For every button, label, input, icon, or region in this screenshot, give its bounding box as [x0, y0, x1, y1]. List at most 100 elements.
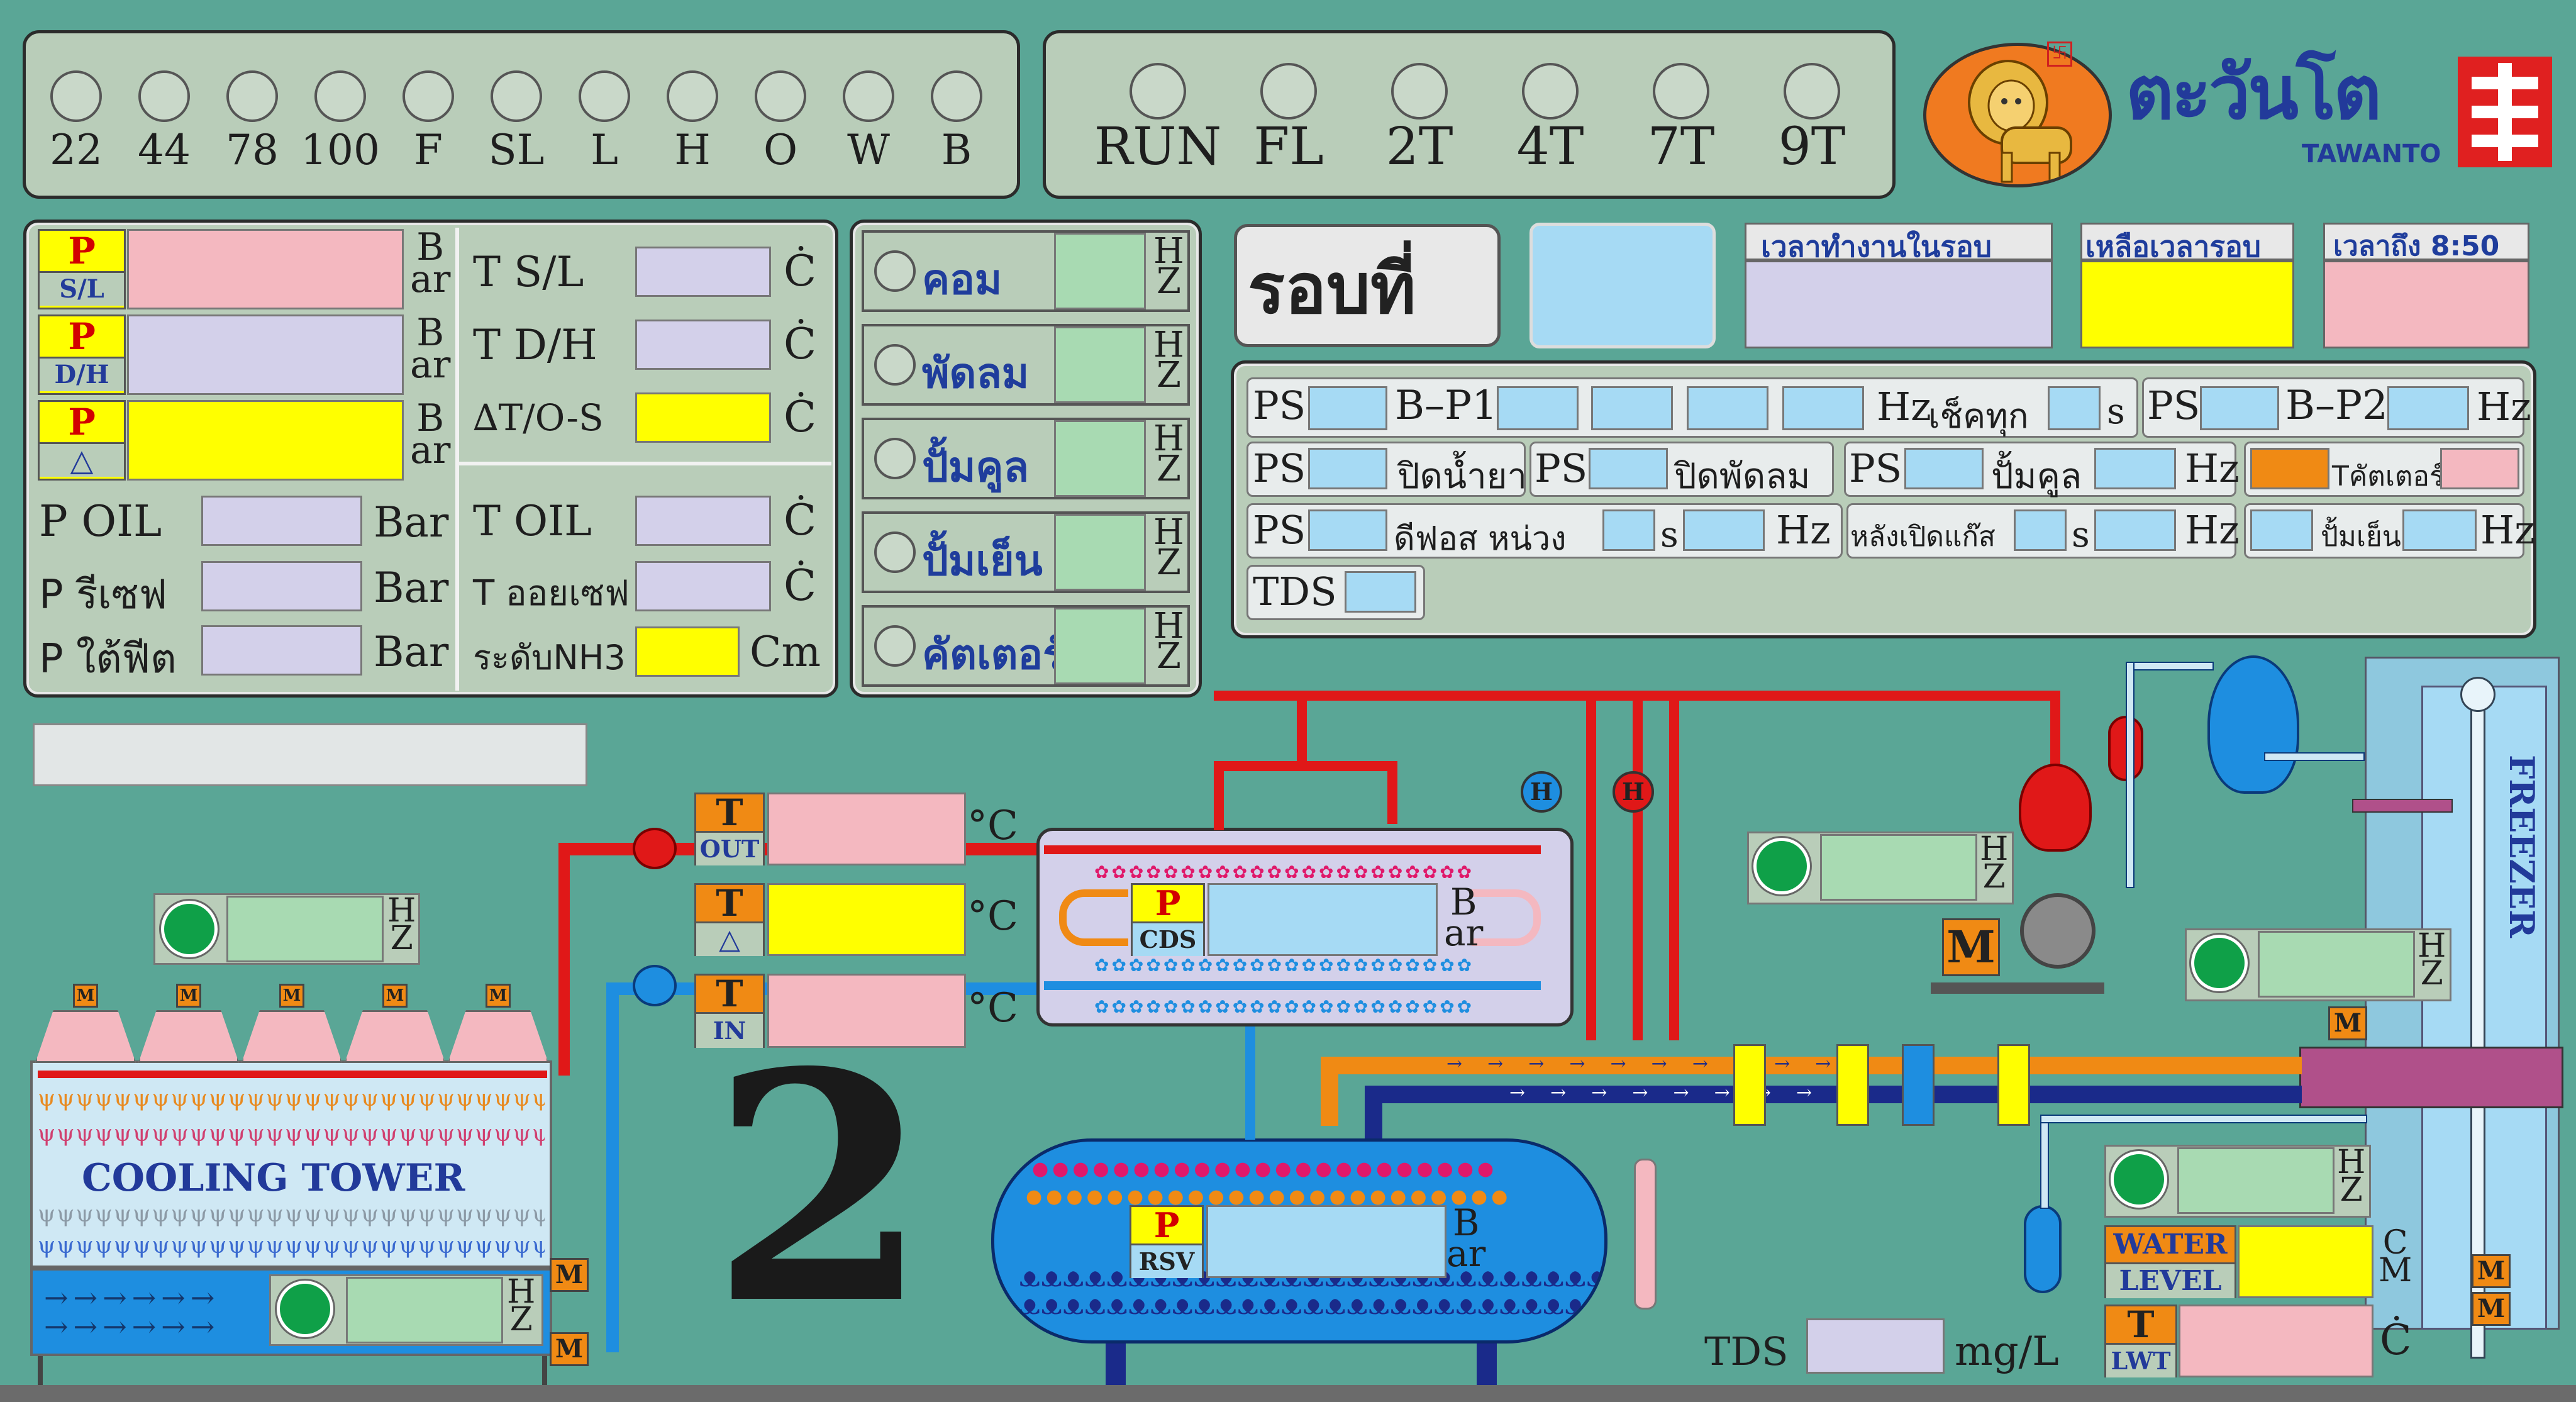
chilled-pump-line: [2040, 1115, 2049, 1209]
motor-hz-value: [1054, 608, 1146, 684]
t-dh-label: T D/H: [473, 321, 597, 369]
t-oil-value: [635, 496, 771, 546]
t-dh-value: [635, 320, 771, 370]
p-rsv-value: [1206, 1205, 1446, 1278]
cooling-tower-label: COOLING TOWER: [82, 1156, 465, 1200]
tower-fan-motor: M: [176, 984, 201, 1008]
bp1-value-2: [1591, 386, 1673, 430]
p-under-feed-unit: Bar: [374, 628, 449, 676]
liquid-line-arrows-navy: →→→→→→→→→: [1509, 1082, 1879, 1104]
time-to-header: [2323, 223, 2529, 260]
p-rsv-tag: P RSV: [1130, 1205, 1204, 1278]
p-sl-tag: P S/L: [38, 229, 126, 309]
company-logo: 卐 ตะวันโต TAWANTO: [1918, 38, 2553, 189]
remaining-value: [2080, 260, 2294, 348]
after-gas-unit: s: [2072, 515, 2090, 555]
cold-water-valve-icon[interactable]: [633, 965, 677, 1006]
defrost-delay-label: ดีฟอส หน่วง: [1394, 520, 1567, 558]
tower-fan-hood: [35, 1010, 136, 1063]
receiver-leg-left: [1106, 1344, 1126, 1385]
cool-pump-hz-value: [2094, 448, 2176, 489]
motor-label: พัดลม: [922, 349, 1030, 398]
tds-setting-value: [1345, 571, 1416, 613]
freezer-fan-status-icon[interactable]: [2189, 933, 2250, 993]
liquid-line-orange-drop: [1321, 1057, 1338, 1126]
lion-emblem-icon: [1923, 43, 2112, 187]
h-valve-blue-icon[interactable]: H: [1521, 771, 1562, 813]
bp2-hz-unit: Hz: [2477, 384, 2531, 430]
status-light-8: [755, 70, 806, 122]
tower-fan-motor: M: [73, 984, 98, 1008]
cool-pump-hz-unit: Hz: [2185, 445, 2240, 491]
setting-close-fan-group: [1530, 442, 1834, 497]
close-fan-ps-label: PS: [1535, 445, 1588, 491]
tower-fan-hood: [138, 1010, 239, 1063]
status-light-9: [843, 70, 894, 122]
after-gas-hz-unit: Hz: [2185, 507, 2240, 553]
cutter-temp-value: [2440, 448, 2519, 489]
defrost-hz-unit: Hz: [1776, 507, 1831, 553]
bp1-value-4: [1782, 386, 1864, 430]
compressor-status-icon[interactable]: [1752, 836, 1812, 896]
after-gas-value: [2014, 509, 2067, 551]
solenoid-valve-1-icon[interactable]: [1733, 1044, 1766, 1126]
motor-label: คัตเตอร์: [922, 630, 1065, 679]
tower-fan-status-icon[interactable]: [159, 899, 219, 959]
hot-water-valve-icon[interactable]: [633, 828, 677, 869]
work-time-value: [1745, 260, 2053, 348]
tower-fan-hz-value: [226, 896, 384, 962]
status-light-label: 44: [138, 126, 191, 174]
p-dh-value: [127, 314, 404, 395]
bp1-ps-label: PS: [1253, 382, 1306, 428]
t-out-value: [767, 793, 966, 865]
motor-status-light: [874, 250, 916, 292]
chilled-pump-hz-value: [2177, 1147, 2334, 1214]
cycle-number-value: [1530, 223, 1716, 348]
discharge-manifold-top: [1214, 691, 1692, 701]
tower-pump-status-icon[interactable]: [275, 1279, 335, 1339]
p-cds-value: [1208, 883, 1438, 956]
liquid-line-navy: [1365, 1086, 2302, 1103]
t-oil-receiver-label: T ออยเซฟ: [473, 573, 630, 614]
chilled-pump-status-icon[interactable]: [2109, 1149, 2169, 1210]
defrost-ps-label: PS: [1253, 507, 1306, 553]
discharge-riser-1: [1586, 701, 1596, 1040]
brand-mark-icon: 卐: [2047, 42, 2072, 67]
compressor-icon[interactable]: [2020, 893, 2096, 969]
bp2-ps-value: [2200, 386, 2279, 430]
freezer-motor-2: M: [2472, 1292, 2511, 1326]
motor-label: คอม: [922, 255, 1002, 304]
status-light-10: [931, 70, 982, 122]
tds-value: [1806, 1318, 1945, 1374]
time-to-label: เวลาถึง 8:50: [2333, 230, 2500, 262]
high-pressure-switch-icon[interactable]: H: [1613, 771, 1654, 813]
liquid-line-orange: [1321, 1057, 2302, 1074]
expansion-valve-icon[interactable]: [1902, 1044, 1935, 1126]
run-light-label: RUN: [1094, 117, 1222, 177]
brand-thai: ตะวันโต: [2126, 49, 2382, 136]
solenoid-valve-3-icon[interactable]: [1997, 1044, 2030, 1126]
solenoid-valve-2-icon[interactable]: [1836, 1044, 1869, 1126]
run-light-label: 2T: [1385, 117, 1453, 177]
compressor-base: [1931, 982, 2104, 994]
lwt-tag: T LWT: [2104, 1305, 2177, 1377]
freezer-feed-pipe: [2470, 679, 2485, 1359]
run-light-label: FL: [1253, 117, 1324, 177]
t-delta-diagram-value: [767, 883, 966, 956]
status-lights-panel-right: [1043, 30, 1896, 199]
bp1-value-3: [1687, 386, 1768, 430]
run-light-label: 9T: [1778, 117, 1846, 177]
t-sl-unit: Ċ: [784, 247, 817, 296]
compressor-motor: M: [1942, 918, 2000, 976]
freezer-inlet-motor: M: [2328, 1006, 2367, 1040]
p-delta-value: [127, 400, 404, 481]
discharge-riser-3: [1669, 701, 1679, 1040]
close-fan-ps-value: [1589, 448, 1668, 489]
